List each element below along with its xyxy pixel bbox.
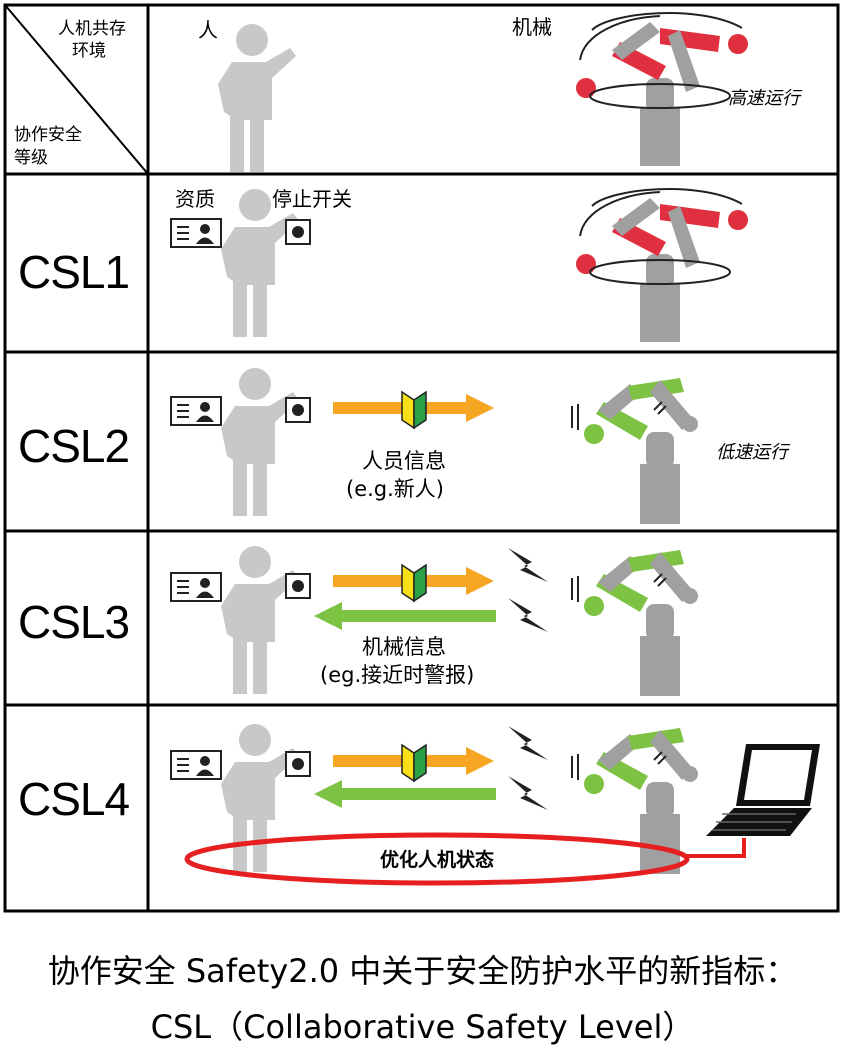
csl3-label: CSL3	[18, 596, 129, 648]
stop-switch-icon	[285, 397, 311, 423]
arrow-left-icon	[314, 602, 496, 630]
personnel-info-example: (e.g.新人)	[346, 477, 444, 501]
optimize-state-label: 优化人机状态	[380, 848, 494, 871]
stop-switch-label: 停止开关	[272, 187, 352, 211]
high-speed-label: 高速运行	[728, 88, 803, 109]
beginner-badge-icon	[401, 564, 427, 602]
caption-line1: 协作安全 Safety2.0 中关于安全防护水平的新指标：	[47, 952, 798, 990]
env-label-line2: 环境	[72, 41, 106, 61]
beginner-badge-icon	[401, 391, 427, 429]
stop-switch-icon	[285, 219, 311, 245]
status-loop	[184, 832, 746, 886]
low-speed-label: 低速运行	[716, 442, 791, 463]
machine-info-example: (eg.接近时警报)	[320, 663, 474, 687]
env-label-line1: 人机共存	[58, 19, 126, 39]
stop-switch-icon	[285, 751, 311, 777]
csl1-label: CSL1	[18, 246, 129, 298]
id-card-icon	[170, 218, 222, 248]
arrow-right-icon	[333, 567, 494, 595]
signal-bolt-icon	[508, 726, 548, 760]
csl-diagram: 人机共存 环境 协作安全 等级 人 机械 高速运行 CSL1 资质 停止开关	[3, 3, 840, 913]
laptop-icon	[706, 744, 820, 836]
level-label-line1: 协作安全	[14, 125, 82, 145]
id-card-icon	[170, 750, 222, 780]
signal-bolt-icon	[508, 776, 548, 810]
id-card-icon	[170, 396, 222, 426]
id-card-icon	[170, 572, 222, 602]
machine-info-label: 机械信息	[362, 635, 446, 659]
person-icon	[221, 724, 299, 872]
qualification-label: 资质	[175, 187, 215, 211]
person-icon	[221, 368, 299, 516]
csl4-label: CSL4	[18, 773, 129, 825]
beginner-badge-icon	[401, 744, 427, 782]
person-icon	[221, 546, 299, 694]
arrow-right-icon	[333, 394, 494, 422]
person-icon	[218, 24, 296, 172]
arrow-left-icon	[314, 780, 496, 808]
csl2-label: CSL2	[18, 420, 129, 472]
robot-high-speed-icon	[576, 12, 748, 166]
stop-switch-icon	[285, 573, 311, 599]
robot-low-speed-icon	[571, 550, 698, 696]
personnel-info-label: 人员信息	[362, 449, 446, 473]
signal-bolt-icon	[508, 598, 548, 632]
table-frame	[3, 3, 840, 913]
human-label: 人	[198, 18, 218, 42]
signal-bolt-icon	[508, 548, 548, 582]
robot-low-speed-icon	[571, 378, 698, 524]
robot-high-speed-icon	[576, 188, 748, 342]
person-icon	[221, 189, 299, 337]
caption-line2: CSL（Collaborative Safety Level）	[150, 1008, 695, 1046]
machine-label: 机械	[512, 15, 552, 39]
arrow-right-icon	[333, 747, 494, 775]
level-label-line2: 等级	[14, 148, 48, 168]
